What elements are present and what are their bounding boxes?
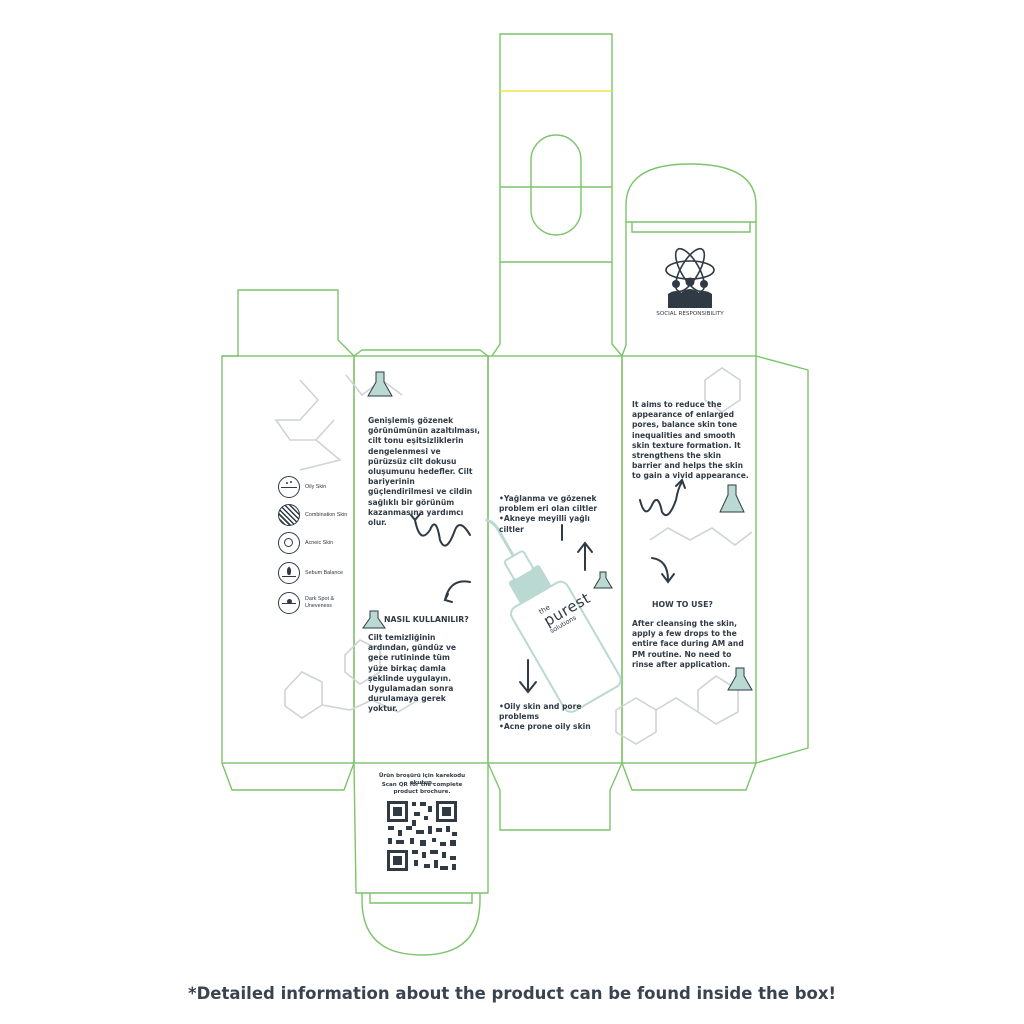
skin-type-label: Sebum Balance: [305, 569, 344, 576]
social-responsibility-icon: [665, 247, 715, 308]
skin-type-item: Sebum Balance: [278, 562, 351, 584]
footer-note: *Detailed information about the product …: [187, 984, 837, 1003]
tr-how-to-title: NASIL KULLANILIR?: [384, 615, 469, 624]
dome-flap-bottom: [361, 893, 481, 956]
acneic-skin-icon: [278, 532, 300, 554]
social-responsibility-label: SOCIAL RESPONSIBILITY: [656, 311, 724, 317]
top-tuck-flap: [491, 33, 623, 357]
front-en-bullet: •Acne prone oily skin: [499, 722, 591, 732]
hang-tab-slot: [530, 134, 582, 236]
en-description: It aims to reduce the appearance of enla…: [632, 400, 749, 481]
dropper-bottle-illustration: [485, 518, 622, 713]
en-how-to-text: After cleansing the skin, apply a few dr…: [632, 619, 744, 669]
dome-flap-top: [625, 163, 757, 222]
qr-code: [386, 800, 458, 872]
skin-type-label: Oily Skin: [305, 483, 327, 490]
skin-type-label: Dark Spot & Uneveness: [305, 596, 335, 609]
combination-skin-icon: [278, 504, 300, 526]
tr-description: Genişlemiş gözenek görünümünün azaltılma…: [368, 416, 480, 528]
front-tr-bullet: •Akneye meyilli yağlı ciltler: [499, 514, 590, 534]
panel-english: [621, 355, 757, 764]
front-tr-bullet: •Yağlanma ve gözenek problem eri olan ci…: [499, 494, 598, 514]
tr-how-to-text: Cilt temizliğinin ardından, gündüz ve ge…: [368, 633, 457, 714]
dark-spot-icon: [278, 592, 300, 614]
qr-en-text: Scan QR for the complete product brochur…: [381, 782, 463, 795]
front-en-bullets: •Oily skin and pore problems •Acne prone…: [499, 702, 609, 733]
oily-skin-icon: [278, 476, 300, 498]
qr-tr-text: Ürün broşürü için karekodu okutun.: [378, 773, 466, 786]
side-panel-left: [221, 355, 355, 764]
skin-type-item: Dark Spot & Uneveness: [278, 592, 351, 614]
sebum-balance-icon: [278, 562, 300, 584]
glue-flap-right: [755, 355, 809, 764]
skin-type-label: Acneic Skin: [305, 539, 334, 546]
skin-type-item: Combination Skin: [278, 504, 351, 526]
flask-icons: [362, 371, 753, 691]
front-tr-bullets: •Yağlanma ve gözenek problem eri olan ci…: [499, 494, 609, 535]
chem-decor: [274, 367, 753, 745]
front-en-bullet: •Oily skin and pore problems: [499, 702, 582, 722]
skin-type-item: Oily Skin: [278, 476, 351, 498]
dieline-strokes: [221, 33, 809, 956]
arrows-squiggles: [410, 478, 686, 694]
skin-type-item: Acneic Skin: [278, 532, 351, 554]
en-how-to-title: HOW TO USE?: [652, 600, 713, 609]
skin-type-label: Combination Skin: [305, 511, 348, 518]
